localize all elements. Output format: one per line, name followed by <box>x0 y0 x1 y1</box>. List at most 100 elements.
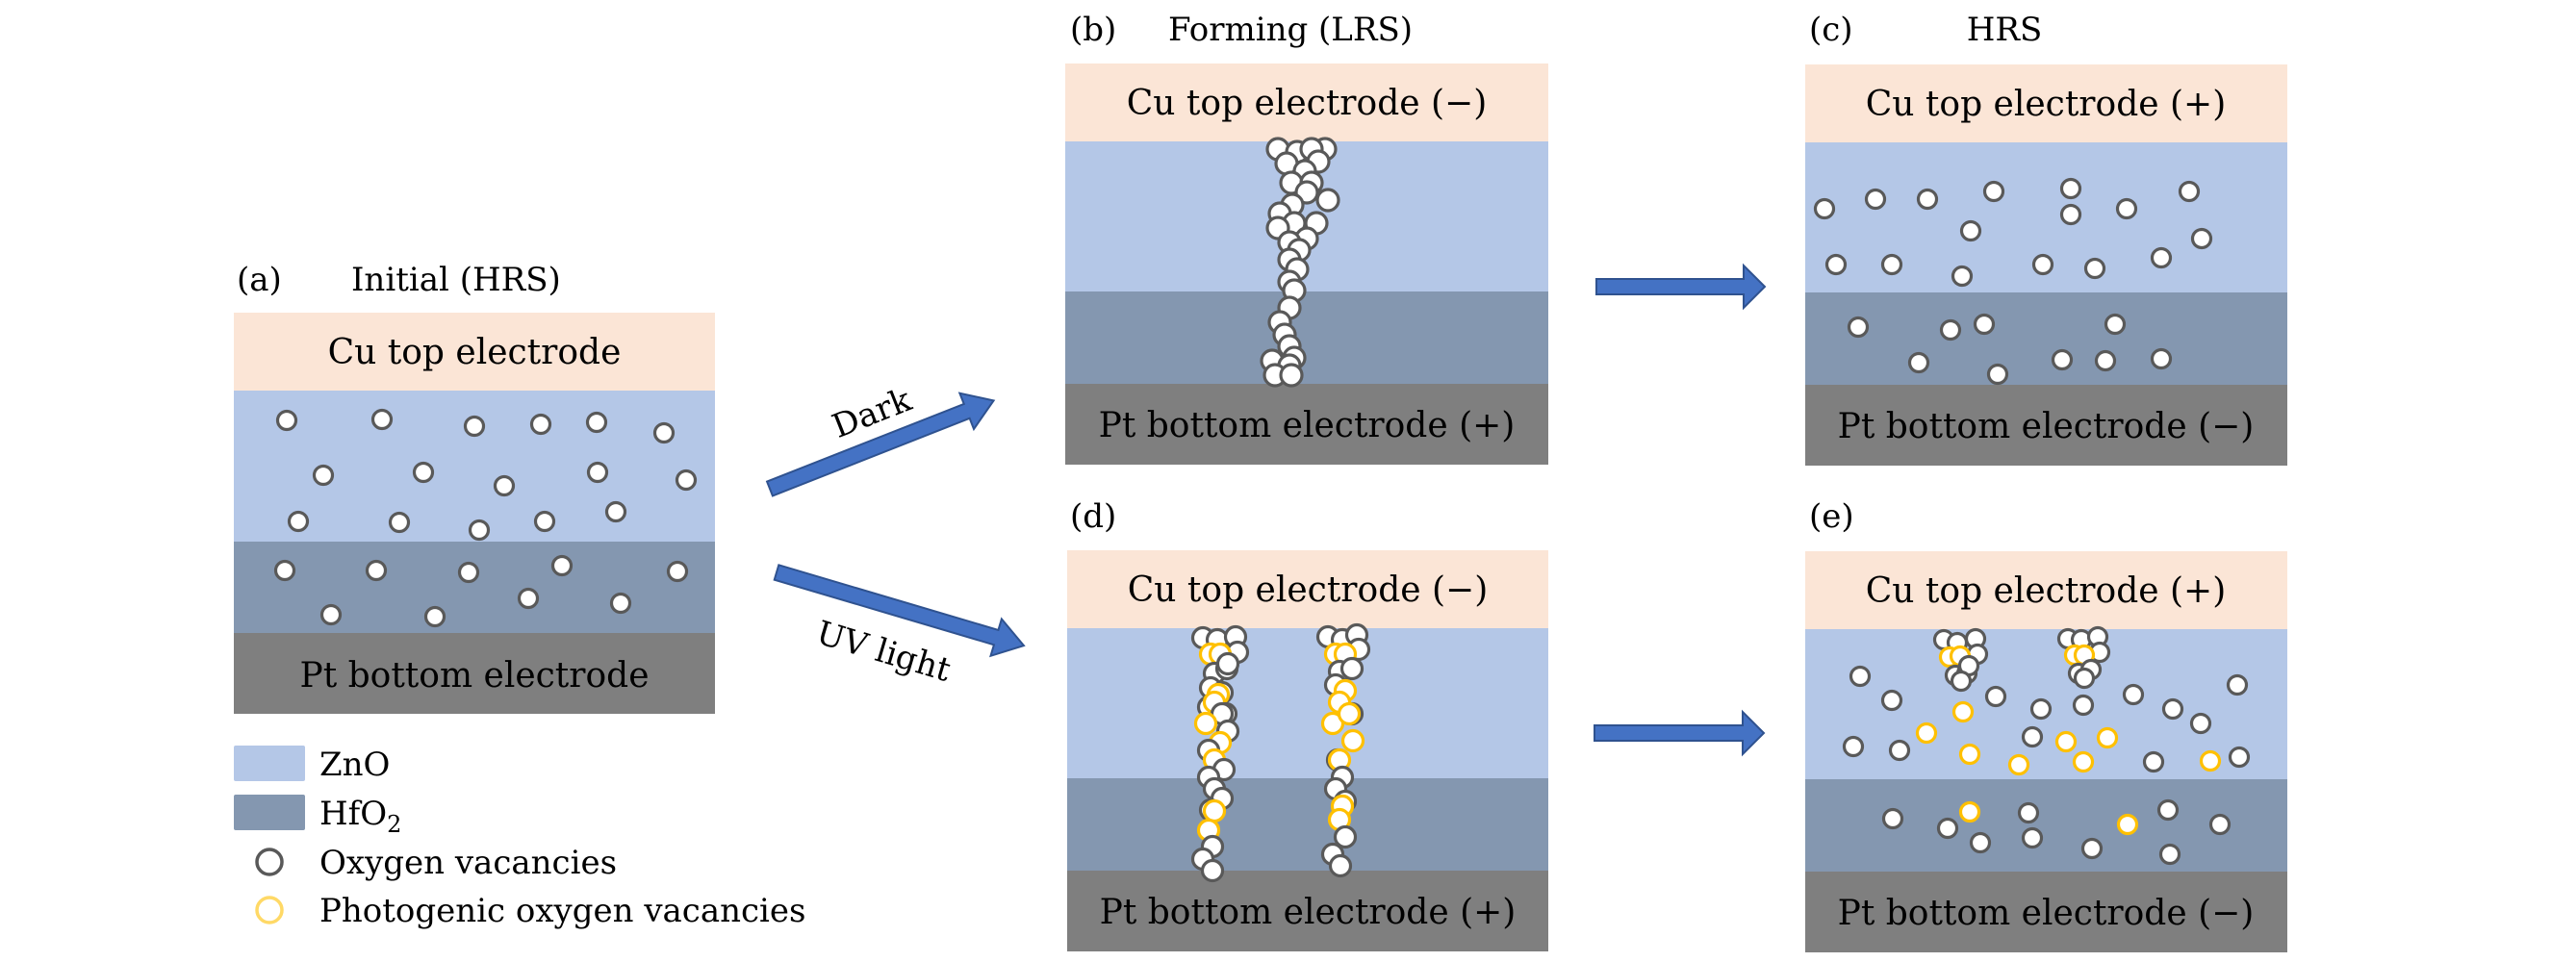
panel-a-initial-hrs: (a) Initial (HRS) Cu top electrode Pt bo… <box>234 261 715 714</box>
photogenic-vacancy <box>2007 753 2030 776</box>
oxygen-vacancy <box>2021 826 2044 849</box>
legend-vacancy-icon <box>255 848 284 876</box>
panel-d-cu-layer <box>1067 550 1548 628</box>
oxygen-vacancy <box>550 554 574 577</box>
panel-a-pt-layer <box>234 633 715 714</box>
legend-zno-swatch <box>234 746 305 781</box>
oxygen-vacancy <box>609 592 632 615</box>
photogenic-vacancy <box>2054 730 2078 753</box>
panel-b-bottom-electrode-label: Pt bottom electrode (+) <box>1099 406 1516 445</box>
oxygen-vacancy <box>1315 188 1340 213</box>
panel-c-top-electrode-label: Cu top electrode (+) <box>1866 85 2226 124</box>
arrow-d-to-e-shape <box>1594 709 1766 757</box>
oxygen-vacancy <box>1880 253 1903 276</box>
panel-a-hfo2-layer <box>234 542 715 633</box>
photogenic-vacancy <box>2072 750 2095 773</box>
panel-b-title: Forming (LRS) <box>1168 11 1413 49</box>
photogenic-vacancy <box>2199 749 2222 772</box>
oxygen-vacancy <box>1982 180 2005 203</box>
oxygen-vacancy <box>2150 246 2173 269</box>
oxygen-vacancy <box>2083 257 2106 280</box>
photogenic-vacancy <box>1915 722 1938 745</box>
panel-c-title: HRS <box>1967 11 2043 49</box>
arrow-d-to-e <box>1594 709 1766 757</box>
photogenic-vacancy <box>1958 800 1981 823</box>
panel-d-bottom-electrode-label: Pt bottom electrode (+) <box>1100 893 1517 932</box>
oxygen-vacancy <box>370 408 394 431</box>
oxygen-vacancy <box>2122 683 2145 706</box>
panel-b-cu-layer <box>1065 63 1548 141</box>
oxygen-vacancy <box>1881 807 1904 830</box>
oxygen-vacancy <box>1907 351 1930 374</box>
panel-c-pt-layer <box>1805 385 2287 466</box>
oxygen-vacancy <box>1959 219 1982 242</box>
legend-zno-label: ZnO <box>319 746 390 784</box>
panel-b-filament <box>1260 137 1340 388</box>
panel-c-cu-layer <box>1805 64 2287 142</box>
oxygen-vacancy <box>1864 188 1887 211</box>
arrow-b-to-c-shape <box>1595 263 1767 311</box>
oxygen-vacancy <box>493 474 516 497</box>
oxygen-vacancy <box>2073 667 2096 690</box>
oxygen-vacancy <box>675 468 698 492</box>
oxygen-vacancy <box>463 415 486 438</box>
oxygen-vacancy <box>1888 739 1911 762</box>
oxygen-vacancy <box>1215 651 1240 676</box>
panel-b-top-electrode-label: Cu top electrode (−) <box>1127 84 1487 123</box>
oxygen-vacancy <box>1842 735 1865 758</box>
oxygen-vacancy <box>2031 253 2054 276</box>
photogenic-vacancy <box>1340 728 1365 753</box>
panel-e-bottom-electrode-label: Pt bottom electrode (−) <box>1838 894 2255 933</box>
oxygen-vacancy <box>1824 253 1848 276</box>
oxygen-vacancy <box>1200 858 1225 883</box>
panel-b-tag: (b) <box>1070 11 1116 49</box>
arrow-uv-shape <box>773 564 1026 658</box>
oxygen-vacancy <box>1951 265 1974 288</box>
oxygen-vacancy <box>2142 750 2165 773</box>
oxygen-vacancy <box>529 413 552 436</box>
oxygen-vacancy <box>2059 177 2082 200</box>
legend-hfo2-subscript: 2 <box>387 811 401 838</box>
oxygen-vacancy <box>2208 813 2232 836</box>
panel-b-pt-layer <box>1065 384 1548 465</box>
panel-d-filaments <box>1190 622 1371 883</box>
legend-hfo2-swatch <box>234 795 305 830</box>
oxygen-vacancy <box>585 411 608 434</box>
oxygen-vacancy <box>1279 363 1304 388</box>
panel-c-vacancies <box>1813 177 2213 386</box>
arrow-dark-shape <box>765 392 996 497</box>
oxygen-vacancy <box>1939 318 1962 342</box>
oxygen-vacancy <box>2072 694 2095 717</box>
oxygen-vacancy <box>2226 673 2249 696</box>
legend-vacancy-label: Oxygen vacancies <box>319 844 617 882</box>
oxygen-vacancy <box>1847 316 1870 339</box>
legend-hfo2-main: HfO <box>319 795 387 833</box>
oxygen-vacancy <box>468 519 491 542</box>
oxygen-vacancy <box>2080 837 2104 860</box>
panel-d-zno-layer <box>1067 628 1548 778</box>
oxygen-vacancy <box>2156 798 2180 822</box>
panel-d-hfo2-layer <box>1067 778 1548 871</box>
panel-d-pt-layer <box>1067 871 1548 951</box>
panel-e-cu-layer <box>1805 551 2287 629</box>
oxygen-vacancy <box>423 605 446 628</box>
oxygen-vacancy <box>457 561 480 584</box>
oxygen-vacancy <box>319 603 343 626</box>
oxygen-vacancy <box>1950 670 1973 693</box>
panel-d-top-electrode-label: Cu top electrode (−) <box>1128 570 1488 610</box>
panel-c-hrs: (c) HRS Cu top electrode (+) Pt bottom e… <box>1805 11 2287 466</box>
photogenic-vacancy <box>1337 701 1362 726</box>
panel-b-hfo2-layer <box>1065 291 1548 384</box>
panel-d-uv-forming: (d) Cu top electrode (−) Pt bottom elect… <box>1067 497 1548 951</box>
oxygen-vacancy <box>2029 697 2053 721</box>
oxygen-vacancy <box>2158 843 2181 866</box>
photogenic-vacancy <box>1958 743 1981 766</box>
oxygen-vacancy <box>1328 853 1353 878</box>
oxygen-vacancy <box>2059 203 2082 226</box>
panel-e-tag: (e) <box>1809 497 1854 536</box>
oxygen-vacancy <box>2115 197 2138 220</box>
oxygen-vacancy <box>2021 725 2044 748</box>
oxygen-vacancy <box>533 510 556 533</box>
panel-a-bottom-electrode-label: Pt bottom electrode <box>299 656 649 696</box>
